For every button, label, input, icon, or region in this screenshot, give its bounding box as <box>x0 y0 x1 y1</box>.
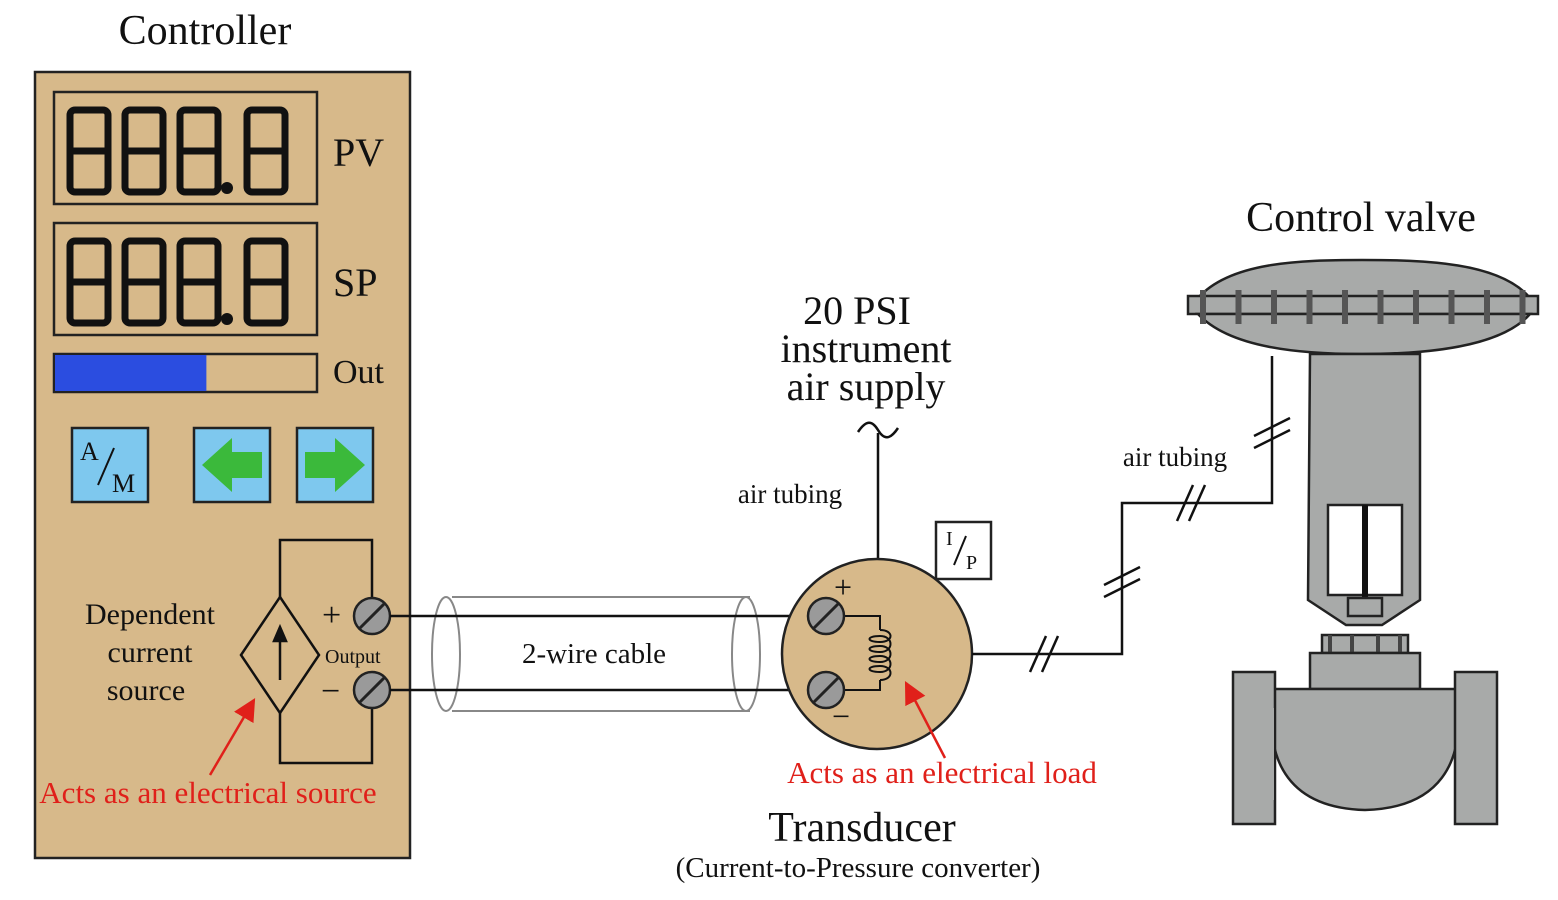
increase-button[interactable] <box>295 426 375 504</box>
bolt <box>1342 290 1348 324</box>
output-minus-terminal <box>352 670 392 710</box>
output-minus-label: − <box>321 673 340 710</box>
two-wire-cable <box>390 596 812 712</box>
bolt <box>1519 290 1526 324</box>
transducer-subtitle: (Current-to-Pressure converter) <box>676 852 1041 884</box>
output-plus-label: + <box>322 597 341 634</box>
decrease-button[interactable] <box>192 426 272 504</box>
decimal-point <box>221 182 233 194</box>
source-label-line1: Dependent <box>85 598 216 631</box>
supply-line3: air supply <box>787 364 946 409</box>
decimal-point <box>221 313 233 325</box>
load-annotation-arrow <box>904 681 947 759</box>
pv-digits <box>66 106 289 196</box>
transducer-body <box>780 557 974 751</box>
bolt <box>1306 290 1313 324</box>
seven-segment-digit <box>243 237 289 327</box>
controller-title: Controller <box>119 8 292 54</box>
bolt <box>1377 290 1384 324</box>
dependent-current-source <box>239 538 374 765</box>
source-label-line2: current <box>108 636 194 669</box>
out-label: Out <box>333 354 385 391</box>
supply-line2: instrument <box>780 326 951 371</box>
source-annotation: Acts as an electrical source <box>39 775 376 810</box>
pv-label: PV <box>333 130 384 175</box>
seven-segment-digit <box>176 237 222 327</box>
control-valve-title: Control valve <box>1246 195 1476 241</box>
seven-segment-digit <box>66 106 112 196</box>
output-plus-terminal <box>352 596 392 636</box>
bolt <box>1448 290 1455 324</box>
ip-i: I <box>946 528 953 550</box>
ip-p: P <box>966 552 977 574</box>
source-label-line3: source <box>107 674 185 707</box>
seven-segment-digit <box>66 237 112 327</box>
bolt <box>1484 290 1490 324</box>
cable-label: 2-wire cable <box>522 638 666 670</box>
auto-manual-a: A <box>80 437 99 466</box>
bolt <box>1271 290 1277 324</box>
seven-segment-digit <box>121 106 167 196</box>
auto-manual-m: M <box>112 469 135 498</box>
left-arrow-icon <box>202 438 262 492</box>
coil-icon <box>842 615 892 691</box>
supply-line1: 20 PSI <box>803 288 911 333</box>
ip-box: I P <box>934 520 993 581</box>
output-terminal-label: Output <box>325 646 381 668</box>
diaphragm-bolts <box>1200 290 1526 324</box>
seven-segment-digit <box>243 106 289 196</box>
transducer-plus-label: + <box>834 569 852 605</box>
control-valve <box>1186 258 1540 826</box>
seven-segment-digit <box>176 106 222 196</box>
sp-digits <box>66 237 289 327</box>
bolt <box>1200 290 1206 324</box>
source-annotation-arrow <box>208 698 256 776</box>
auto-manual-button[interactable]: A M <box>70 426 150 504</box>
transducer-title: Transducer <box>768 805 955 851</box>
tubing-right-label: air tubing <box>1123 442 1227 472</box>
bolt <box>1235 290 1242 324</box>
output-air-tubing <box>972 356 1291 673</box>
transducer-minus-label: − <box>832 698 850 734</box>
supply-tilde <box>856 421 900 439</box>
tubing-left-label: air tubing <box>738 479 842 509</box>
seven-segment-digit <box>121 237 167 327</box>
bolt <box>1413 290 1419 324</box>
transducer-plus-terminal <box>806 596 846 636</box>
right-arrow-icon <box>305 438 365 492</box>
sp-label: SP <box>333 260 378 305</box>
transducer-minus-terminal <box>806 670 846 710</box>
load-annotation: Acts as an electrical load <box>787 755 1097 790</box>
output-bargraph-fill <box>55 355 207 391</box>
